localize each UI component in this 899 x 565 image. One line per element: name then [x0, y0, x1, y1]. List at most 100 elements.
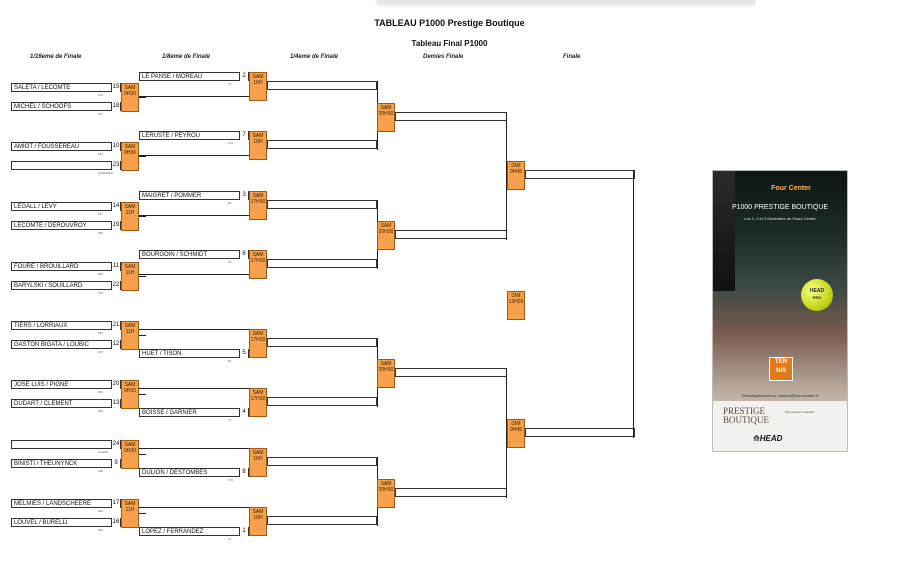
team-seed: 19 — [111, 221, 120, 230]
match-day: SAM — [380, 223, 392, 229]
poster-contact: Renseignement sur contact@fourscenter.fr — [741, 393, 819, 398]
winner-slot[interactable] — [267, 457, 377, 466]
ranking-note: 330 — [98, 390, 104, 394]
match-day: SAM — [252, 331, 264, 337]
team-name: LERUSTE / PEYROU — [142, 133, 201, 139]
team-seed: 14 — [111, 202, 120, 211]
winner-slot[interactable] — [525, 428, 635, 437]
match-time: 20H30 — [378, 229, 394, 235]
winner-slot[interactable] — [267, 397, 377, 406]
team-name: HUET / TISON — [142, 351, 182, 357]
ranking-note: 237 — [98, 350, 104, 354]
bracket-line — [139, 274, 249, 275]
team-name: BINISTI / THEUNYNCK — [14, 461, 78, 467]
match-day: SAM — [252, 390, 264, 396]
winner-slot[interactable] — [525, 170, 635, 179]
winner-slot[interactable] — [267, 140, 377, 149]
round-header: Finale — [563, 54, 581, 60]
team-seed: 13 — [111, 399, 120, 408]
team-seed: 3 — [239, 191, 248, 200]
ranking-note: 170 — [228, 478, 234, 482]
match-day: SAM — [124, 442, 136, 448]
ranking-note: 198 — [98, 469, 104, 473]
winner-slot[interactable] — [267, 200, 377, 209]
ranking-note: 47 — [228, 418, 232, 422]
team-seed: 12 — [111, 340, 120, 349]
team-seed: 2 — [239, 72, 248, 81]
match-day: SAM — [252, 252, 264, 258]
match-time: 12H00 — [508, 299, 524, 305]
round-header: 1/8eme de Finale — [162, 54, 211, 60]
ranking-note: 371 — [98, 112, 104, 116]
team-seed: 11 — [111, 262, 120, 271]
winner-slot[interactable] — [267, 338, 377, 347]
round-header: 1/16eme de Finale — [30, 54, 82, 60]
ranking-note: QUENSILE — [98, 171, 114, 175]
match-day: SAM — [380, 105, 392, 111]
match-day: DIM — [511, 293, 521, 299]
team-entry[interactable]: 23 — [11, 161, 121, 170]
winner-slot[interactable] — [267, 516, 377, 525]
winner-slot[interactable] — [395, 230, 507, 239]
match-time: 20H30 — [378, 367, 394, 373]
winner-slot[interactable] — [267, 259, 377, 268]
winner-slot[interactable] — [267, 81, 377, 90]
ranking-note: 466 — [98, 509, 104, 513]
bracket-line — [506, 112, 507, 240]
bracket-line — [139, 394, 146, 395]
winner-slot[interactable] — [395, 488, 507, 497]
ranking-note: 584 — [98, 331, 104, 335]
winner-slot[interactable] — [395, 112, 507, 121]
winner-slot[interactable] — [395, 368, 507, 377]
bracket-line — [139, 96, 249, 97]
team-entry[interactable]: 24 — [11, 440, 121, 449]
bracket-line — [139, 216, 146, 217]
match-time: 17H30 — [250, 199, 266, 205]
